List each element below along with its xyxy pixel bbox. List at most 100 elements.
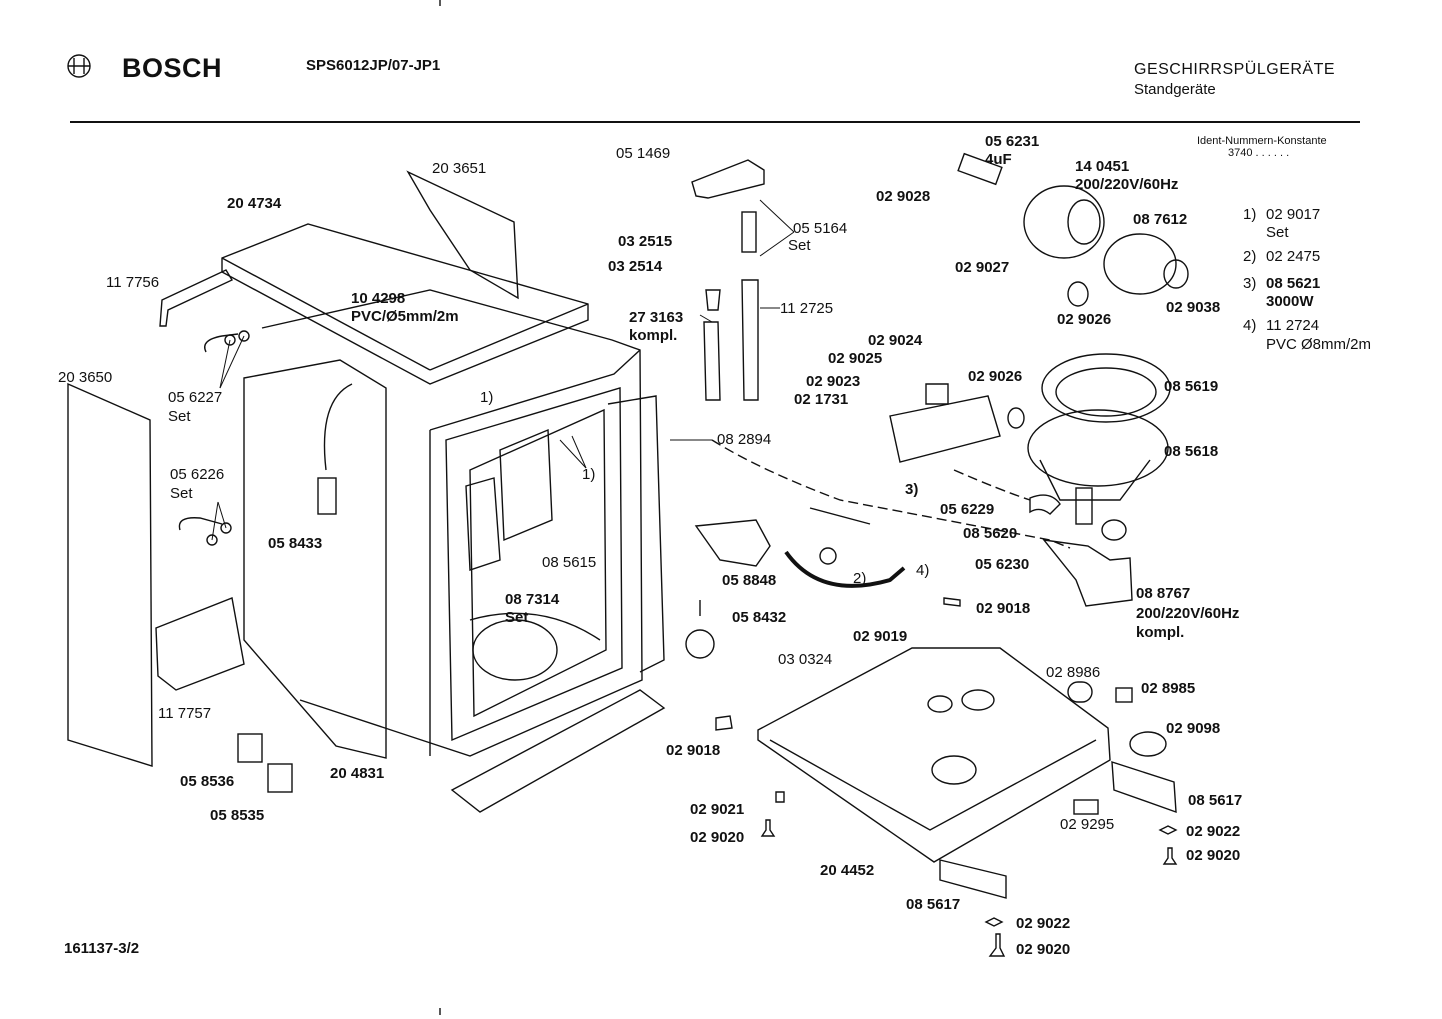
note-line: Set xyxy=(1266,224,1289,241)
part-label: 08 7612 xyxy=(1133,211,1188,228)
part-label: 02 9295 xyxy=(1060,816,1115,833)
side-panel-left-shape xyxy=(67,382,153,767)
part-label: 02 9025 xyxy=(828,350,883,367)
part-label: 05 1469 xyxy=(616,145,671,162)
note-marker: 2) xyxy=(853,570,867,587)
pressure-switch-b-shape xyxy=(267,763,293,793)
part-label: 03 2514 xyxy=(608,258,663,275)
note-marker: 3) xyxy=(905,481,919,498)
inlet-valve-shape xyxy=(694,519,771,567)
part-label: 02 9018 xyxy=(666,742,721,759)
door-seal-shape xyxy=(607,395,665,673)
part-label: 02 9018 xyxy=(976,600,1031,617)
part-label: 10 4298 xyxy=(351,290,406,307)
part-label: 05 6231 xyxy=(985,133,1040,150)
part-label: 08 5618 xyxy=(1164,443,1219,460)
note-line: 11 2724 xyxy=(1266,317,1320,334)
part-label: 05 8433 xyxy=(268,535,323,552)
base-tray-shape xyxy=(757,647,1111,863)
doc-number: 161137-3/2 xyxy=(64,940,140,957)
ident-title: Ident-Nummern-Konstante xyxy=(1197,135,1327,147)
part-label: 05 6230 xyxy=(975,556,1030,573)
part-label: 02 8986 xyxy=(1046,664,1101,681)
part-label: 08 5617 xyxy=(906,896,961,913)
part-label: 200/220V/60Hz xyxy=(1136,605,1240,622)
part-label: kompl. xyxy=(629,327,678,344)
part-label: Set xyxy=(170,485,193,502)
note-key: 4) xyxy=(1243,317,1257,334)
part-label: 02 9020 xyxy=(1016,941,1071,958)
part-label: 02 9020 xyxy=(1186,847,1241,864)
part-label: 08 2894 xyxy=(717,431,772,448)
part-label: 11 7757 xyxy=(158,705,212,722)
drain-pump-shape xyxy=(1042,539,1133,607)
model-number: SPS6012JP/07-JP1 xyxy=(306,57,441,74)
part-label: 05 8432 xyxy=(732,609,787,626)
part-label: 11 2725 xyxy=(780,300,834,317)
part-label: 02 9026 xyxy=(1057,311,1112,328)
part-label: 08 5619 xyxy=(1164,378,1219,395)
side-panel-right-shape xyxy=(243,359,387,759)
part-label: 02 9022 xyxy=(1016,915,1071,932)
spray-holder-shape xyxy=(691,159,765,199)
heater-element-shape xyxy=(889,395,1001,463)
part-label: 02 9038 xyxy=(1166,299,1221,316)
part-label: 02 9020 xyxy=(690,829,745,846)
part-label: 200/220V/60Hz xyxy=(1075,176,1179,193)
part-label: 20 3651 xyxy=(432,160,487,177)
brand-name: BOSCH xyxy=(122,53,223,83)
part-label: 03 0324 xyxy=(778,651,833,668)
category-subtitle: Standgeräte xyxy=(1134,81,1216,98)
part-label: Set xyxy=(168,408,191,425)
rail-bracket-shape xyxy=(159,269,233,327)
back-panel-shape xyxy=(406,170,519,300)
part-label: 05 6229 xyxy=(940,501,995,518)
part-label: 20 4734 xyxy=(227,195,282,212)
motor-housing-shape xyxy=(1023,185,1105,259)
heater-box-shape xyxy=(155,597,245,691)
note-key: 1) xyxy=(1243,206,1257,223)
note-marker: 1) xyxy=(582,466,596,483)
part-label: 02 9024 xyxy=(868,332,923,349)
part-label: 02 9022 xyxy=(1186,823,1241,840)
part-label: 05 8535 xyxy=(210,807,265,824)
part-label: 05 8536 xyxy=(180,773,235,790)
note-marker: 1) xyxy=(480,389,494,406)
part-label: 08 5617 xyxy=(1188,792,1243,809)
part-label: 02 9098 xyxy=(1166,720,1221,737)
part-label: 05 6227 xyxy=(168,389,223,406)
category-title: GESCHIRRSPÜLGERÄTE xyxy=(1134,61,1336,78)
note-key: 2) xyxy=(1243,248,1257,265)
part-label: kompl. xyxy=(1136,624,1185,641)
part-label: 20 3650 xyxy=(58,369,113,386)
part-label: 08 8767 xyxy=(1136,585,1191,602)
part-label: 14 0451 xyxy=(1075,158,1130,175)
pump-housing-shape xyxy=(1103,233,1177,295)
part-label: 02 9027 xyxy=(955,259,1010,276)
part-label: 08 7314 xyxy=(505,591,560,608)
cabinet-frame-shape xyxy=(261,289,643,757)
part-label: 20 4452 xyxy=(820,862,875,879)
part-label: 02 1731 xyxy=(794,391,849,408)
part-label: 02 8985 xyxy=(1141,680,1196,697)
ident-value: 3740 . . . . . . xyxy=(1228,147,1290,159)
note-line: 3000W xyxy=(1266,293,1314,310)
part-label: 02 9023 xyxy=(806,373,861,390)
part-label: 05 8848 xyxy=(722,572,777,589)
part-label: 05 6226 xyxy=(170,466,225,483)
part-label: 08 5615 xyxy=(542,554,597,571)
note-line: 02 9017 xyxy=(1266,206,1321,223)
part-label: 02 9028 xyxy=(876,188,931,205)
pressure-switch-a-shape xyxy=(237,733,263,763)
note-line: PVC Ø8mm/2m xyxy=(1266,336,1372,353)
note-marker: 4) xyxy=(916,562,930,579)
note-key: 3) xyxy=(1243,275,1257,292)
part-label: 05 5164 xyxy=(793,220,848,237)
note-line: 02 2475 xyxy=(1266,248,1321,265)
part-label: PVC/Ø5mm/2m xyxy=(351,308,459,325)
part-label: 02 9019 xyxy=(853,628,908,645)
bosch-logo-icon xyxy=(67,54,91,78)
float-switch-shape xyxy=(685,629,715,659)
part-label: 4uF xyxy=(985,151,1012,168)
